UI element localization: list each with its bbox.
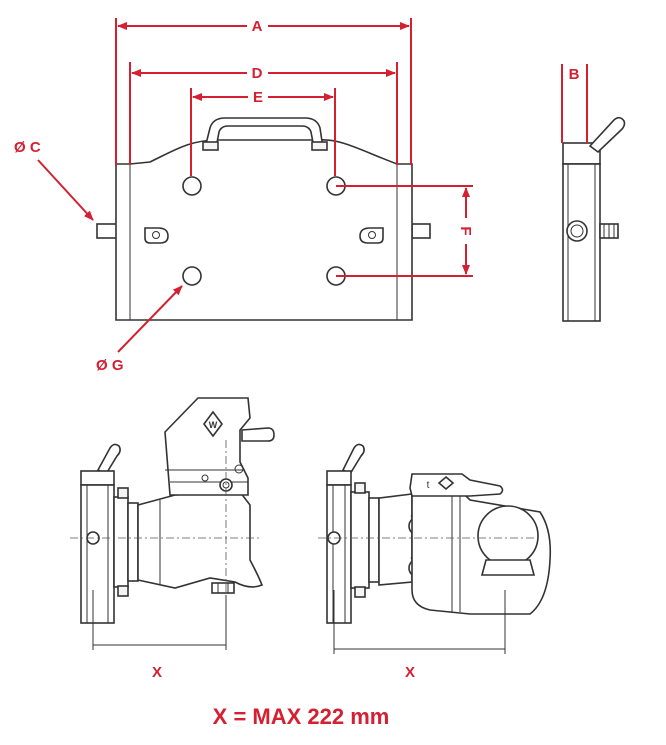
plate-front-view xyxy=(96,117,431,321)
dimension-e xyxy=(190,88,336,176)
label-f: F xyxy=(457,226,474,235)
leader-g xyxy=(117,285,183,353)
label-x-right: X xyxy=(405,664,415,681)
label-x-left: X xyxy=(152,664,162,681)
dimension-d xyxy=(129,62,398,165)
dimension-a xyxy=(115,18,412,165)
label-a: A xyxy=(252,18,263,35)
bolt-hole-bottom-left xyxy=(182,266,202,286)
bolt-hole-top-left xyxy=(182,176,202,196)
svg-text:t: t xyxy=(427,480,430,491)
dimension-f xyxy=(336,185,473,277)
label-d: D xyxy=(252,65,263,82)
svg-text:W: W xyxy=(209,420,218,430)
label-c: Ø C xyxy=(14,139,41,156)
dimension-x-left xyxy=(92,590,227,650)
hitch-jaw-side-view: W xyxy=(70,397,275,624)
hitch-ball-side-view: t xyxy=(318,443,552,624)
caption-max-x: X = MAX 222 mm xyxy=(213,704,390,729)
label-e: E xyxy=(253,89,263,106)
plate-side-view xyxy=(562,116,626,322)
label-g: Ø G xyxy=(96,357,124,374)
leader-c xyxy=(37,159,94,221)
dimension-b xyxy=(561,64,588,143)
dimension-x-right xyxy=(333,590,506,654)
label-b: B xyxy=(569,66,580,83)
